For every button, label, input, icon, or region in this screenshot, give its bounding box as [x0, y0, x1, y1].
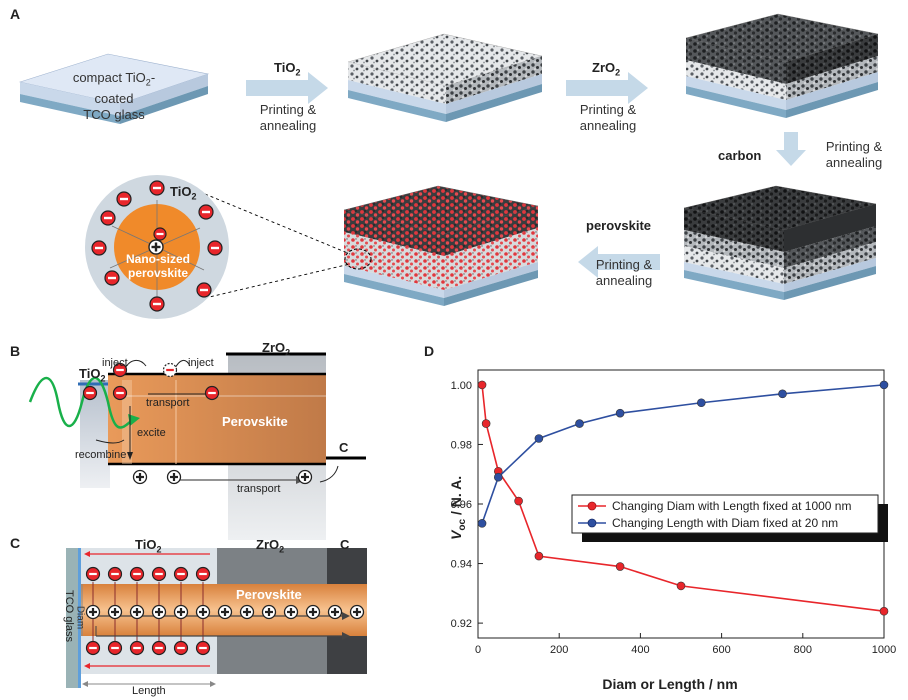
panel-b-inject2: inject: [188, 357, 214, 369]
y-tick-label: 0.94: [451, 559, 472, 571]
slab-tio2: [347, 33, 543, 122]
panel-b-transport-bottom: transport: [237, 483, 281, 495]
series-layer: [477, 380, 889, 616]
circle-tio2-label: TiO2: [170, 184, 197, 202]
panel-c-hole-icons: [85, 604, 365, 620]
legend-marker-red: [587, 501, 597, 511]
data-point-1: [494, 472, 503, 482]
step4-material: perovskite: [586, 218, 652, 233]
panel-b-electron-icons: [82, 362, 220, 401]
panel-b-transport-top: transport: [146, 397, 190, 409]
panel-c-c: C: [340, 537, 350, 552]
slab-perovskite: [343, 185, 539, 306]
slab-carbon: [683, 185, 877, 300]
step1-material: TiO2: [274, 60, 301, 78]
legend: Changing Diam with Length fixed at 1000 …: [571, 494, 888, 542]
data-point-0: [477, 380, 487, 390]
data-point-0: [676, 581, 686, 591]
data-point-1: [575, 419, 584, 428]
glass-label-sub: 2: [145, 77, 151, 88]
data-point-0: [534, 551, 544, 561]
panel-c-diam-label: Diam: [74, 605, 86, 630]
y-tick-label: 0.92: [451, 618, 472, 630]
glass-label-line1: compact TiO: [72, 70, 146, 85]
slab-tco-glass: [18, 53, 210, 124]
step4-caption: Printing &annealing: [595, 257, 653, 288]
panel-b-excite: excite: [137, 427, 166, 439]
step2-material: ZrO2: [592, 60, 621, 78]
panel-c-perovskite: Perovskite: [236, 587, 302, 602]
electron-icons: [91, 180, 223, 312]
hole-icon: [148, 239, 164, 255]
x-tick-label: 800: [794, 644, 812, 656]
panel-b-inject1: inject: [102, 357, 128, 369]
glass-label-line1b: -coated: [94, 70, 156, 106]
x-axis-label: Diam or Length / nm: [602, 676, 738, 692]
y-tick-label: 1.00: [451, 380, 472, 392]
data-point-0: [879, 606, 889, 616]
panel-c-length-label: Length: [132, 685, 166, 697]
panel-letter-d: D: [424, 343, 435, 359]
y-axis-label: Voc / N. A.: [448, 475, 468, 540]
legend-marker-blue: [587, 518, 597, 528]
x-tick-label: 600: [712, 644, 730, 656]
panel-c-electron-icons: [85, 566, 211, 656]
panel-b-recombine: recombine: [75, 449, 127, 461]
data-point-1: [615, 408, 625, 418]
x-tick-label: 200: [550, 644, 568, 656]
panel-b-hole-icons: [132, 469, 313, 485]
y-ticks: 0.92 0.94 0.96 0.98 1.00: [451, 380, 483, 630]
panel-letter-b: B: [10, 343, 21, 359]
panel-b-perovskite: Perovskite: [222, 414, 288, 429]
x-tick-label: 0: [475, 644, 481, 656]
data-point-0: [481, 419, 491, 428]
step3-caption: Printing &annealing: [825, 139, 883, 170]
panel-c-diagram: [66, 548, 367, 688]
panel-b-tio2: TiO2: [79, 366, 106, 384]
x-ticks: 0 200 400 600 800 1000: [475, 633, 896, 656]
data-point-0: [615, 562, 625, 571]
panel-letter-a: A: [10, 6, 21, 22]
series-line-1: [481, 384, 885, 524]
glass-label-line2: TCO glass: [83, 106, 145, 122]
y-tick-label: 0.98: [451, 439, 472, 451]
step1-caption: Printing &annealing: [259, 102, 317, 133]
data-point-1: [696, 398, 706, 408]
data-point-1: [778, 389, 787, 399]
series-line-0: [481, 384, 885, 612]
panel-c-tco-label: TCO glass: [63, 590, 75, 642]
panel-b-zro2: ZrO2: [262, 340, 291, 358]
data-point-0: [514, 496, 523, 506]
panel-c-zro2: ZrO2: [256, 537, 285, 555]
slab-zro2: [685, 13, 879, 118]
legend-box: [571, 494, 879, 534]
y-tick-label: 0.96: [451, 499, 472, 511]
data-point-1: [534, 434, 544, 443]
data-point-1: [477, 519, 487, 528]
panel-b-diagram: [28, 352, 366, 540]
x-tick-label: 1000: [872, 644, 896, 656]
panel-a-electrons: [91, 180, 223, 312]
legend-label-blue: Changing Length with Diam fixed at 20 nm: [612, 516, 838, 530]
step3-material: carbon: [718, 148, 762, 163]
panel-b-c: C: [339, 440, 349, 455]
legend-label-red: Changing Diam with Length fixed at 1000 …: [612, 499, 851, 513]
process-arrows: [246, 72, 806, 278]
panel-letter-c: C: [10, 535, 21, 551]
step2-caption: Printing &annealing: [579, 102, 637, 133]
x-tick-label: 400: [631, 644, 649, 656]
panel-a-diagram: [18, 13, 879, 319]
panel-d-chart: 0.92 0.94 0.96 0.98 1.00 0 200 400 600 800 1000 C…: [451, 369, 896, 656]
glass-label: compact TiO2-coated TCO glass: [54, 70, 174, 123]
panel-c-tio2: TiO2: [135, 537, 162, 555]
data-point-1: [879, 380, 889, 390]
